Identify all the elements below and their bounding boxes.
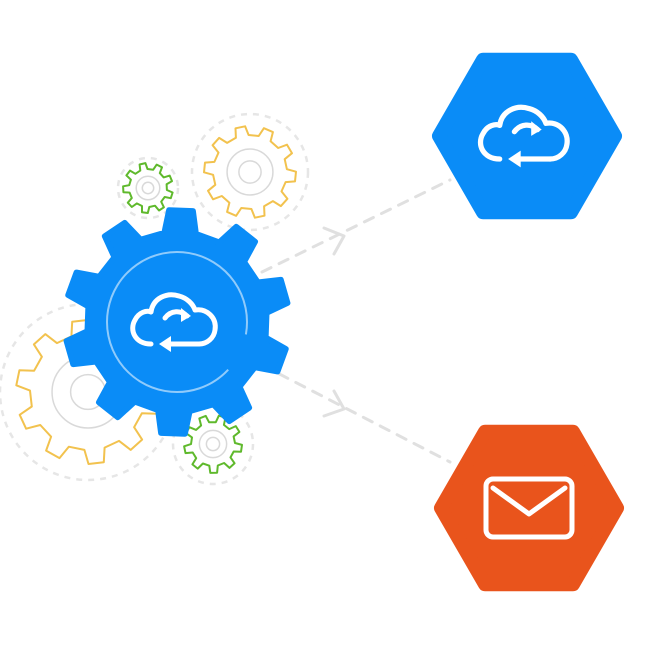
target-hexagons: [432, 52, 624, 592]
arrowhead-to-cloud: [322, 226, 346, 256]
hub-gear-body: [63, 207, 291, 437]
connectors: [260, 178, 452, 464]
yellow-gear-small: [190, 112, 310, 232]
connector-to-cloud: [260, 178, 452, 274]
green-gear-top: [116, 156, 180, 220]
connector-to-mail: [260, 363, 452, 464]
cloud-target-hexagon: [432, 52, 622, 220]
mail-target-hexagon: [434, 424, 624, 592]
hub-gear-inner-ring: [106, 251, 248, 393]
cloud-sync-icon: [130, 292, 218, 352]
arrowhead-to-mail: [322, 389, 346, 418]
cloud-sync-icon: [477, 104, 570, 168]
mail-icon: [483, 476, 575, 540]
hub-gear: [63, 207, 291, 437]
